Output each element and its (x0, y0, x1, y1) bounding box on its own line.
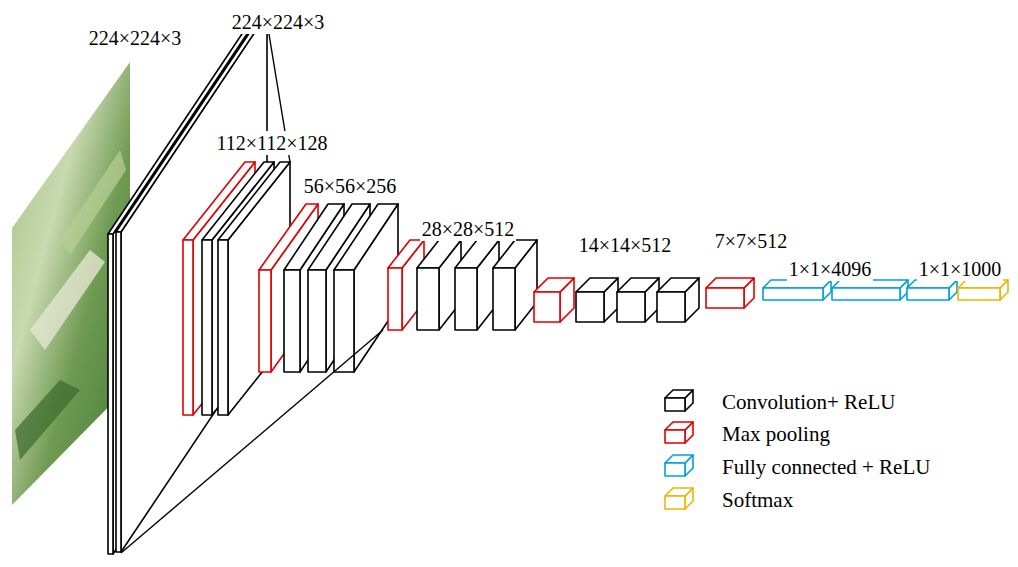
conv-block (617, 278, 659, 322)
block-front (284, 270, 300, 372)
layer-blocks (108, 14, 1008, 554)
block-top (218, 162, 290, 240)
block-top (388, 240, 424, 268)
block-front (665, 496, 685, 509)
block-front (665, 430, 685, 443)
dimension-label: 112×112×128 (214, 131, 329, 155)
block-front (706, 288, 744, 308)
dimension-label: 224×224×3 (87, 26, 184, 50)
block-front (832, 288, 900, 300)
block-front (657, 292, 685, 322)
block-top (657, 278, 699, 292)
legend-sample (665, 390, 693, 411)
block-top (417, 240, 461, 268)
block-front (116, 232, 121, 552)
fc-block (763, 280, 831, 300)
block-front (417, 268, 439, 330)
projection-line (121, 330, 383, 553)
dimension-label: 7×7×512 (713, 229, 790, 253)
fc-block (907, 280, 957, 300)
leaf-shadow (15, 380, 80, 460)
block-top (665, 488, 693, 496)
block-front (218, 240, 228, 415)
block-front (763, 288, 823, 300)
dimension-label: 28×28×512 (420, 217, 517, 241)
block-front (534, 292, 560, 322)
block-top (832, 280, 908, 288)
conv-block (493, 240, 537, 330)
dimension-label: 224×224×3 (230, 10, 327, 34)
legend-sample (665, 455, 693, 476)
block-top (665, 390, 693, 398)
block-top (958, 280, 1008, 288)
fc-block (832, 280, 908, 300)
legend-text: Softmax (722, 487, 793, 513)
block-top (576, 278, 618, 292)
block-top (665, 422, 693, 430)
leaf-lesion (30, 250, 105, 350)
block-top (493, 240, 537, 268)
block-top (617, 278, 659, 292)
block-top (665, 455, 693, 463)
block-front (665, 398, 685, 411)
block-front (958, 288, 1000, 300)
dimension-label: 14×14×512 (577, 233, 674, 257)
block-front (493, 268, 515, 330)
legend-text: Fully connected + ReLU (722, 454, 930, 480)
block-top (455, 240, 499, 268)
block-front (388, 268, 402, 330)
legend-text: Convolution+ ReLU (722, 389, 895, 415)
dimension-label: 1×1×4096 (787, 257, 874, 281)
block-front (202, 240, 212, 415)
block-front (907, 288, 949, 300)
conv-block (576, 278, 618, 322)
block-front (576, 292, 604, 322)
block-front (108, 234, 113, 554)
block-front (183, 240, 193, 415)
dimension-label: 1×1×1000 (917, 257, 1004, 281)
block-top (706, 278, 754, 288)
block-top (534, 278, 574, 292)
pool-block (534, 278, 574, 322)
block-top (763, 280, 831, 288)
block-top (334, 204, 398, 270)
legend-sample (665, 488, 693, 509)
block-front (259, 270, 271, 372)
legend-sample (665, 422, 693, 443)
conv-block (657, 278, 699, 322)
block-front (455, 268, 477, 330)
pool-block (706, 278, 754, 308)
block-front (665, 463, 685, 476)
softmax-block (958, 280, 1008, 300)
dimension-label: 56×56×256 (302, 174, 399, 198)
block-top (907, 280, 957, 288)
legend-samples (665, 390, 693, 509)
block-front (308, 270, 326, 372)
legend-text: Max pooling (722, 421, 830, 447)
block-front (617, 292, 645, 322)
